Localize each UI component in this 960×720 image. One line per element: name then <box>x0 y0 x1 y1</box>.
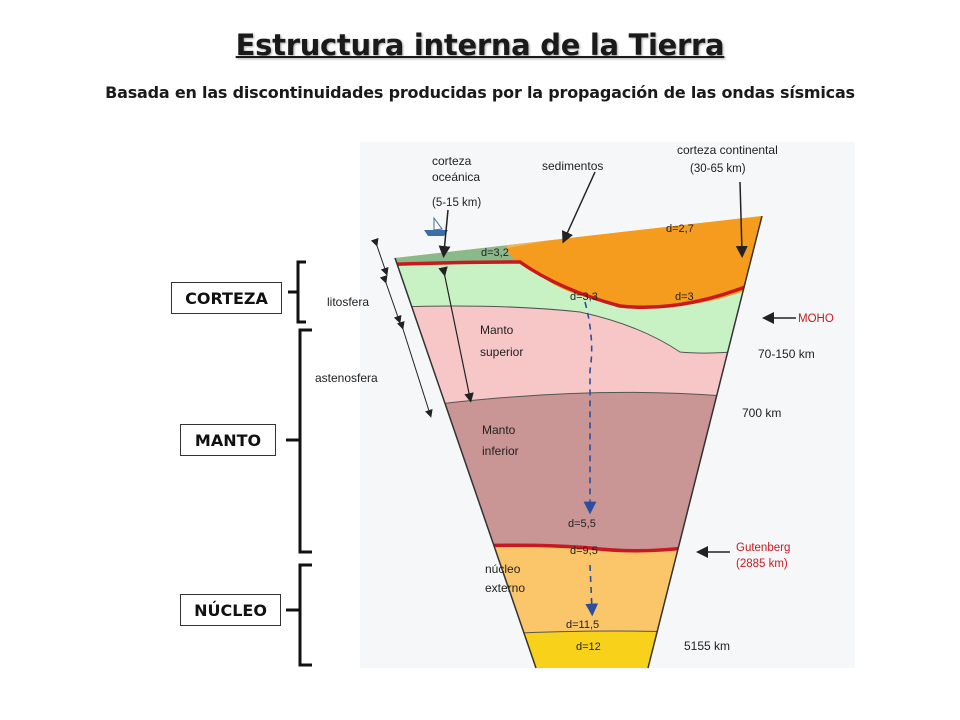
label-corteza-continental-1: corteza continental <box>677 143 778 157</box>
label-depth-70-150: 70-150 km <box>758 347 815 361</box>
label-corteza-oceanica-3: (5-15 km) <box>432 197 481 209</box>
page-title: Estructura interna de la Tierra <box>235 28 725 62</box>
label-manto-inferior-2: inferior <box>482 444 519 458</box>
asthenosphere-dimension-line <box>396 320 433 418</box>
label-corteza-continental-2: (30-65 km) <box>690 163 746 175</box>
moho-boundary <box>395 260 762 310</box>
layer-label-corteza: CORTEZA <box>171 282 282 314</box>
label-nucleo-externo-2: externo <box>485 581 525 595</box>
continental-crust-layer <box>505 216 762 308</box>
ship-sail <box>433 216 443 231</box>
density-d3: d=3 <box>675 291 694 303</box>
wedge-right-edge <box>647 215 763 669</box>
label-manto-inferior-1: Manto <box>482 423 516 437</box>
label-astenosfera: astenosfera <box>315 371 378 385</box>
layer-label-nucleo: NÚCLEO <box>180 594 281 626</box>
lithosphere-dimension-line <box>379 274 402 324</box>
lithosphere-base-line <box>395 305 762 354</box>
label-nucleo-externo-1: núcleo <box>485 562 521 576</box>
density-d12: d=12 <box>576 641 601 653</box>
density-d115: d=11,5 <box>566 619 599 631</box>
label-depth-700: 700 km <box>742 406 781 420</box>
density-d33: d=3,3 <box>570 291 598 303</box>
layer-label-manto: MANTO <box>180 424 276 456</box>
corteza-bracket <box>288 260 306 324</box>
label-depth-5155: 5155 km <box>684 639 730 653</box>
label-corteza-oceanica-1: corteza <box>432 154 472 168</box>
continental-crust-pointer <box>735 181 748 258</box>
mantle-thickness-arrow <box>438 266 474 403</box>
density-d95: d=9,5 <box>570 545 598 557</box>
label-litosfera: litosfera <box>327 295 369 309</box>
ship-icon <box>424 230 448 236</box>
seismic-path-upper <box>583 301 597 515</box>
label-moho: MOHO <box>798 313 834 325</box>
oceanic-crust-pointer <box>438 209 451 258</box>
label-manto-superior-2: superior <box>480 345 523 359</box>
label-gutenberg-1: Gutenberg <box>736 542 790 554</box>
density-d27: d=2,7 <box>666 223 694 235</box>
lithosphere-mantle-layer <box>395 260 762 354</box>
crust-dimension-line <box>370 237 389 276</box>
density-d55: d=5,5 <box>568 518 596 530</box>
nucleo-bracket <box>286 563 312 667</box>
sediment-pointer <box>562 171 596 244</box>
page-subtitle: Basada en las discontinuidades producida… <box>105 83 855 102</box>
label-manto-superior-1: Manto <box>480 323 514 337</box>
seismic-path-lower <box>585 564 599 617</box>
label-sedimentos: sedimentos <box>542 159 603 173</box>
label-gutenberg-2: (2885 km) <box>736 558 788 570</box>
manto-bracket <box>286 328 312 554</box>
density-d32: d=3,2 <box>481 247 509 259</box>
label-corteza-oceanica-2: oceánica <box>432 170 480 184</box>
